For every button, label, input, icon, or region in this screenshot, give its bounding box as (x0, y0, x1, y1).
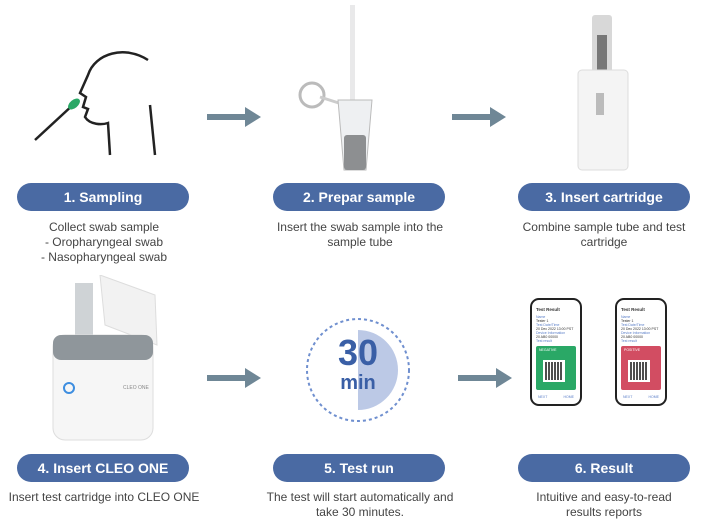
result-value: NEGATIVE (539, 348, 557, 352)
step-3-title: 3. Insert cartridge (518, 183, 690, 211)
name-label: Name (621, 315, 631, 319)
result-label: Test result (536, 339, 552, 343)
desc-line: - Nasopharyngeal swab (40, 250, 168, 264)
desc-line: cartridge (580, 235, 628, 249)
name-label: Name (536, 315, 546, 319)
name-value: Tester 1 (621, 319, 634, 323)
sampling-illustration (34, 51, 157, 156)
desc-line: sample tube (327, 235, 393, 249)
result-card-positive: POSITIVE (621, 346, 661, 390)
timer-value: 30 (337, 332, 379, 373)
step-4-description: Insert test cartridge into CLEO ONE (0, 490, 224, 505)
desc-line: Combine sample tube and test (522, 220, 686, 234)
timer-circle (306, 318, 410, 422)
phone-negative: Test Result Name Tester 1 Test Date/Time… (530, 298, 582, 406)
desc-line: Insert test cartridge into CLEO ONE (8, 490, 200, 504)
step-6-description: Intuitive and easy-to-read results repor… (484, 490, 712, 520)
arrow-right-icon (458, 368, 512, 388)
arrow-right-icon (207, 368, 261, 388)
date-label: Test Date/Time (536, 323, 560, 327)
step-6-title: 6. Result (518, 454, 690, 482)
result-label: Test result (621, 339, 637, 343)
next-button[interactable]: NEXT (623, 395, 633, 399)
device-info-value: 20 AB0 00000 (536, 335, 558, 339)
arrow-right-icon (207, 107, 261, 127)
result-value: POSITIVE (624, 348, 641, 352)
step-2-description: Insert the swab sample into the sample t… (240, 220, 480, 250)
next-button[interactable]: NEXT (538, 395, 548, 399)
cleo-one-device: CLEO ONE (45, 274, 160, 445)
cartridge-illustration (577, 15, 629, 171)
desc-line: Insert the swab sample into the (276, 220, 444, 234)
desc-line: Intuitive and easy-to-read (536, 490, 672, 504)
qr-code (543, 360, 565, 382)
arrow-right-icon (452, 107, 506, 127)
name-value: Tester 1 (536, 319, 549, 323)
home-button[interactable]: HOME (648, 395, 660, 399)
desc-line: results reports (565, 505, 643, 519)
qr-code (628, 360, 650, 382)
date-value: 20 Dec 2022 13:00 PST (621, 327, 659, 331)
step-3-description: Combine sample tube and test cartridge (484, 220, 712, 250)
device-info-label: Device Information (536, 331, 566, 335)
step-1-title: 1. Sampling (17, 183, 189, 211)
date-label: Test Date/Time (621, 323, 645, 327)
step-4-title: 4. Insert CLEO ONE (17, 454, 189, 482)
desc-line: take 30 minutes. (315, 505, 405, 519)
step-2-title: 2. Prepar sample (273, 183, 445, 211)
step-5-description: The test will start automatically and ta… (240, 490, 480, 520)
step-1-description: Collect swab sample - Oropharyngeal swab… (0, 220, 224, 265)
device-label: CLEO ONE (123, 385, 149, 391)
sample-tube-illustration (298, 5, 373, 171)
result-card-negative: NEGATIVE (536, 346, 576, 390)
timer-unit: min (340, 372, 376, 394)
timer-graphic: 30 min (304, 316, 412, 424)
desc-line: The test will start automatically and (266, 490, 454, 504)
phone-title: Test Result (621, 307, 645, 312)
phone-title: Test Result (536, 307, 560, 312)
phone-positive: Test Result Name Tester 1 Test Date/Time… (615, 298, 667, 406)
step-5-title: 5. Test run (273, 454, 445, 482)
device-info-value: 20 AB0 00000 (621, 335, 643, 339)
date-value: 20 Dec 2022 13:00 PST (536, 327, 574, 331)
device-illustration (52, 274, 158, 441)
desc-line: Collect swab sample (48, 220, 160, 234)
device-info-label: Device Information (621, 331, 651, 335)
home-button[interactable]: HOME (563, 395, 575, 399)
desc-line: - Oropharyngeal swab (44, 235, 164, 249)
